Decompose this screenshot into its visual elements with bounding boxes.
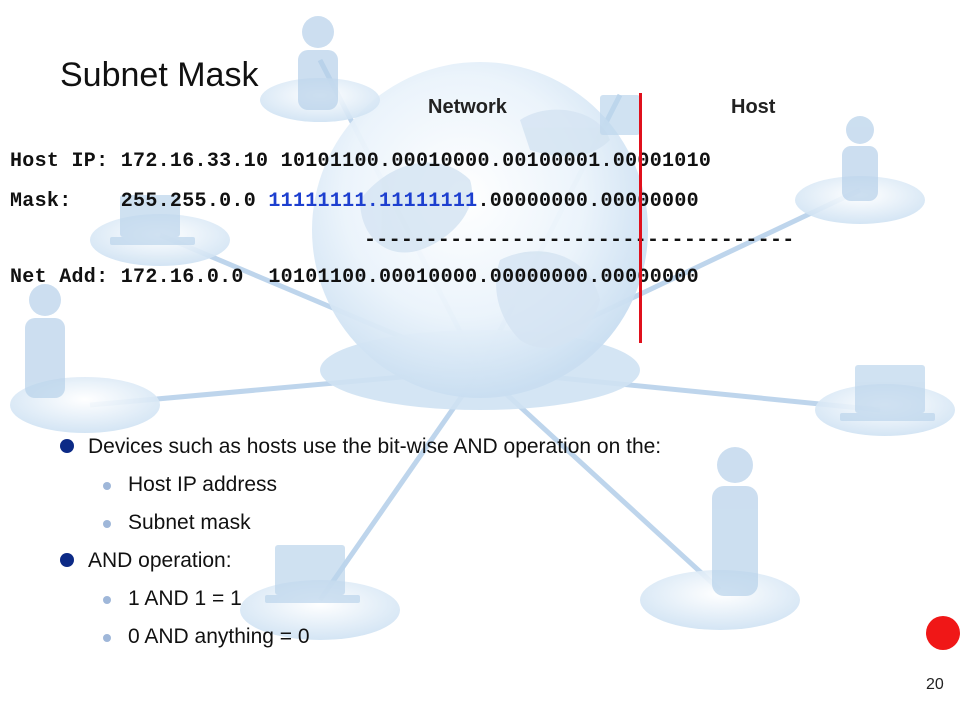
host-column-label: Host — [731, 96, 776, 118]
sub-bullet-dot-icon — [103, 482, 111, 490]
network-host-divider — [639, 93, 642, 343]
sub-bullet-text: Host IP address — [128, 473, 278, 496]
bullet-list: Devices such as hosts use the bit-wise A… — [60, 432, 661, 660]
mask-row: Mask: 255.255.0.0 11111111.11111111.0000… — [10, 190, 699, 213]
mask-host-bits: .00000000.00000000 — [477, 190, 699, 213]
person-icon — [25, 16, 878, 596]
separator-line: ----------------------------------- — [364, 229, 795, 252]
sub-bullet-dot-icon — [103, 596, 111, 604]
page-number: 20 — [926, 676, 944, 693]
bullet-item: AND operation: — [60, 546, 661, 584]
bullet-dot-icon — [60, 553, 74, 567]
laser-pointer-dot — [926, 616, 960, 650]
sub-bullet-text: 0 AND anything = 0 — [128, 625, 310, 648]
sub-bullet-text: 1 AND 1 = 1 — [128, 587, 242, 610]
slide-title: Subnet Mask — [60, 56, 259, 94]
net-add-row: Net Add: 172.16.0.0 10101100.00010000.00… — [10, 266, 699, 289]
sub-bullet-item: Subnet mask — [60, 508, 661, 546]
bullet-dot-icon — [60, 439, 74, 453]
mask-prefix: Mask: 255.255.0.0 — [10, 190, 269, 213]
sub-bullet-dot-icon — [103, 634, 111, 642]
sub-bullet-dot-icon — [103, 520, 111, 528]
laptop-icon — [110, 95, 935, 603]
sub-bullet-item: Host IP address — [60, 470, 661, 508]
sub-bullet-item: 1 AND 1 = 1 — [60, 584, 661, 622]
sub-bullet-item: 0 AND anything = 0 — [60, 622, 661, 660]
host-ip-row: Host IP: 172.16.33.10 10101100.00010000.… — [10, 150, 712, 173]
network-column-label: Network — [428, 96, 507, 118]
bullet-text: Devices such as hosts use the bit-wise A… — [88, 435, 662, 458]
bullet-item: Devices such as hosts use the bit-wise A… — [60, 432, 661, 470]
sub-bullet-text: Subnet mask — [128, 511, 251, 534]
mask-network-bits: 11111111.11111111 — [268, 190, 478, 213]
bullet-text: AND operation: — [88, 549, 232, 572]
